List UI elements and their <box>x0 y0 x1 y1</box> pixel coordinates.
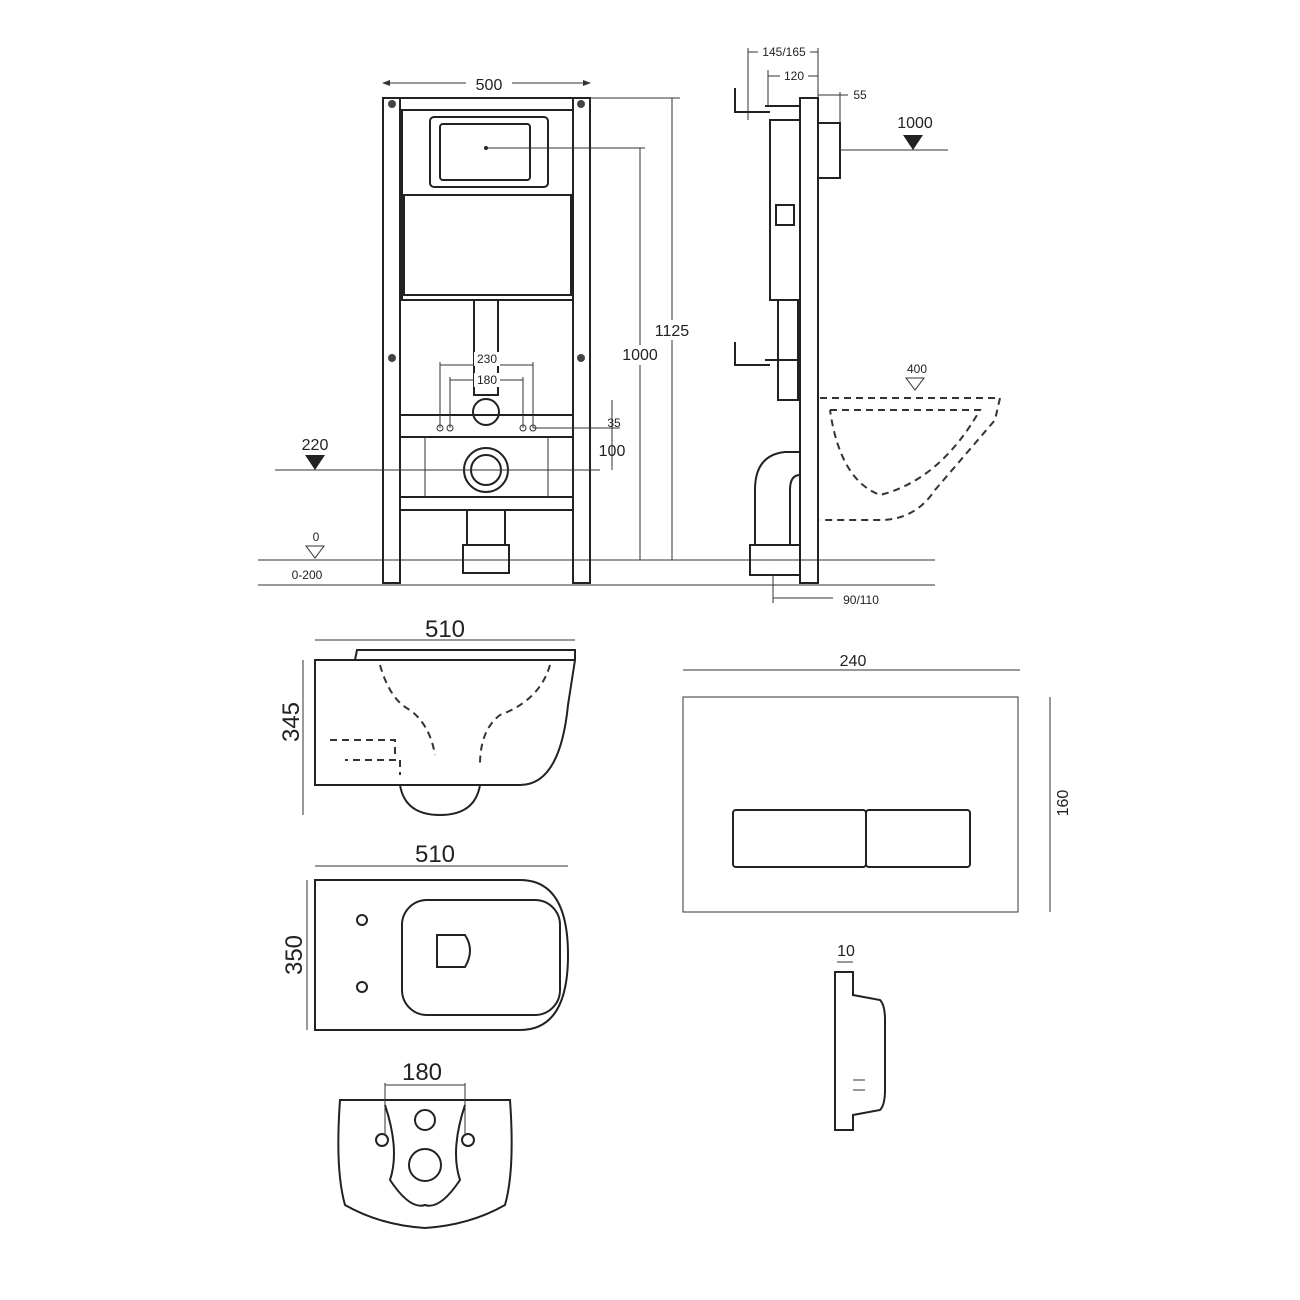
level-marker-hollow-icon <box>305 545 325 559</box>
dim-bowl-side-length: 510 <box>425 616 465 643</box>
dim-bowl-top-length: 510 <box>415 841 455 868</box>
dim-plate-thickness: 10 <box>837 943 855 960</box>
level-floor: 0 <box>313 530 320 544</box>
dim-offset-35: 35 <box>607 416 621 430</box>
dim-depth: 120 <box>784 69 804 83</box>
level-bowl: 400 <box>907 362 927 376</box>
dim-offset-100: 100 <box>599 443 626 460</box>
dim-pipe-depth: 55 <box>853 88 867 102</box>
dim-spacing-230: 230 <box>477 352 497 366</box>
level-marker-filled-icon <box>305 455 325 470</box>
frame-front-view <box>382 97 591 584</box>
level-drain: 220 <box>302 437 329 454</box>
dim-frame-height: 1125 <box>655 323 690 340</box>
dim-bolt-spacing: 180 <box>402 1059 442 1086</box>
dim-plate-height: 160 <box>1055 790 1072 817</box>
bowl-back-view: 180 <box>337 1059 513 1230</box>
level-marker-filled-icon <box>903 135 923 150</box>
level-button: 1000 <box>897 115 933 132</box>
dim-bowl-height: 345 <box>278 702 305 742</box>
flush-button-large <box>865 809 971 868</box>
dim-button-height: 1000 <box>622 347 658 364</box>
level-floor-range: 0-200 <box>292 568 323 582</box>
dim-depth-range: 145/165 <box>762 45 806 59</box>
side-dimensions: 145/165 120 55 1000 400 90/110 <box>747 44 948 607</box>
flush-plate-front: 240 160 <box>682 653 1072 913</box>
dim-plate-width: 240 <box>840 653 867 670</box>
level-marker-hollow-icon <box>905 377 925 391</box>
dim-frame-width: 500 <box>476 77 503 94</box>
bowl-side-view: 510 345 <box>278 616 577 817</box>
dim-bowl-width: 350 <box>281 935 308 975</box>
front-dimensions: 500 1125 1000 230 180 35 100 220 0 0-200 <box>275 72 694 582</box>
dim-drain-diameter: 90/110 <box>843 593 879 607</box>
bowl-top-view: 510 350 <box>281 841 570 1031</box>
flush-plate-profile: 10 <box>834 943 886 1131</box>
frame-side-view <box>734 88 1002 584</box>
floor-lines <box>258 559 935 586</box>
flush-button-small <box>732 809 867 868</box>
dim-spacing-180: 180 <box>477 373 497 387</box>
